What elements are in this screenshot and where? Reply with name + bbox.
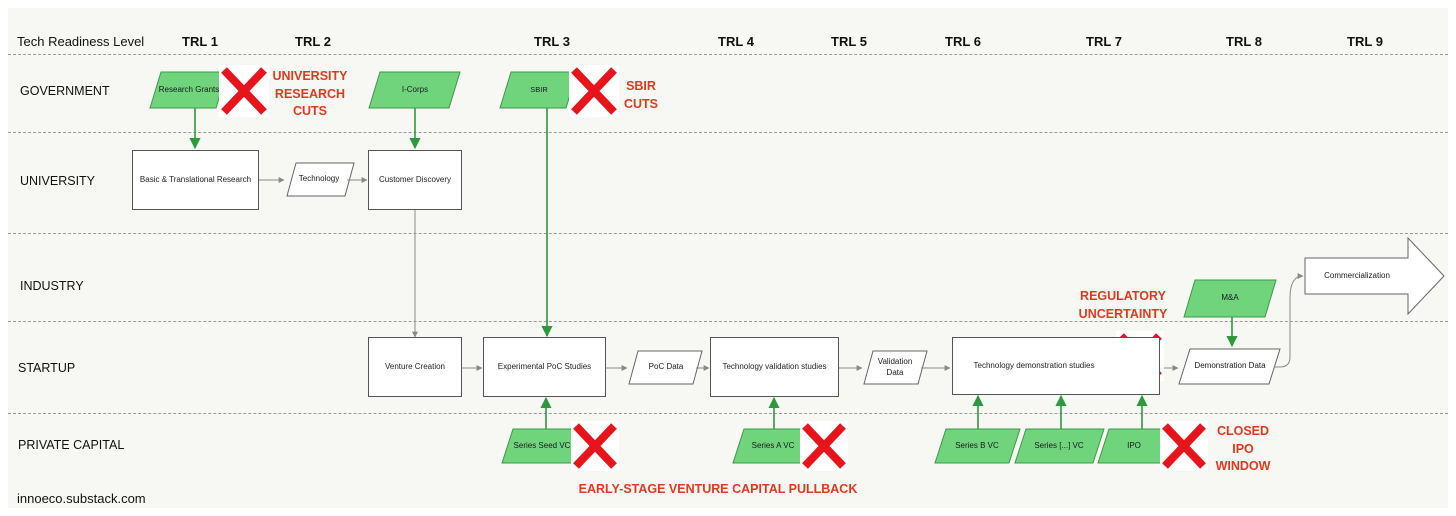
tech-validation-box: Technology validation studies <box>710 337 839 397</box>
commercialization-label: Commercialization <box>1324 270 1390 280</box>
cross-series-seed-icon <box>571 421 619 471</box>
venture-creation-box: Venture Creation <box>368 337 462 397</box>
ma-shape <box>1183 279 1277 318</box>
vc-pullback-warning: EARLY-STAGE VENTURE CAPITAL PULLBACK <box>578 482 858 496</box>
trl-3-label: TRL 3 <box>534 34 570 49</box>
experimental-poc-box: Experimental PoC Studies <box>483 337 606 397</box>
commercialization-arrow-shape <box>1304 236 1445 316</box>
trl-1-label: TRL 1 <box>182 34 218 49</box>
poc-data-label: PoC Data <box>648 362 684 372</box>
sbir-shape <box>499 71 578 109</box>
cross-series-a-icon <box>800 421 848 471</box>
basic-research-box: Basic & Translational Research <box>132 150 259 210</box>
lane-divider <box>8 132 1448 133</box>
ipo-label: IPO <box>1127 440 1141 450</box>
customer-discovery-box: Customer Discovery <box>368 150 462 210</box>
research-grants-shape <box>149 71 228 109</box>
lane-university: UNIVERSITY <box>20 174 96 188</box>
lane-government: GOVERNMENT <box>20 84 110 98</box>
research-grants-label: Research Grants <box>158 84 220 94</box>
lane-divider <box>8 233 1448 234</box>
lane-divider <box>8 413 1448 414</box>
demonstration-data-label: Demonstration Data <box>1194 361 1266 371</box>
series-b-label: Series B VC <box>955 440 999 450</box>
series-b-shape <box>934 428 1021 464</box>
trl-2-label: TRL 2 <box>295 34 331 49</box>
lane-startup: STARTUP <box>18 361 76 375</box>
sbir-label: SBIR <box>530 84 548 94</box>
lane-divider <box>8 321 1448 322</box>
validation-data-shape <box>863 350 928 385</box>
ma-label: M&A <box>1221 293 1239 303</box>
cross-university-cuts-icon <box>219 65 269 117</box>
tech-demonstration-box: Technology demonstration studies <box>952 337 1160 395</box>
icorps-shape <box>368 71 461 109</box>
sbir-cuts-warning: SBIR CUTS <box>623 79 659 111</box>
university-cuts-warning: UNIVERSITY RESEARCH CUTS <box>272 69 348 118</box>
technology-label: Technology <box>298 174 340 184</box>
diagram-canvas: Tech Readiness Level TRL 1 TRL 2 TRL 3 T… <box>8 8 1448 508</box>
trl-9-label: TRL 9 <box>1347 34 1383 49</box>
lane-divider <box>8 54 1448 55</box>
lane-private-capital: PRIVATE CAPITAL <box>18 438 125 452</box>
source-credit: innoeco.substack.com <box>17 491 146 506</box>
trl-7-label: TRL 7 <box>1086 34 1122 49</box>
icorps-label: I-Corps <box>401 84 429 94</box>
regulatory-warning: REGULATORY UNCERTAINTY <box>1078 289 1168 321</box>
demonstration-data-shape <box>1178 348 1281 385</box>
trl-6-label: TRL 6 <box>945 34 981 49</box>
trl-8-label: TRL 8 <box>1226 34 1262 49</box>
series-more-label: Series [...] VC <box>1034 440 1084 450</box>
trl-row-title: Tech Readiness Level <box>17 34 145 49</box>
validation-data-label: Validation Data <box>877 356 913 377</box>
series-seed-label: Series Seed VC <box>513 440 571 450</box>
ipo-window-warning: CLOSED IPO WINDOW <box>1215 424 1271 473</box>
series-more-shape <box>1014 428 1105 464</box>
trl-4-label: TRL 4 <box>718 34 754 49</box>
cross-ipo-icon <box>1160 421 1208 471</box>
trl-5-label: TRL 5 <box>831 34 867 49</box>
technology-shape <box>286 162 355 197</box>
series-a-label: Series A VC <box>751 440 795 450</box>
poc-data-shape <box>628 350 703 385</box>
lane-industry: INDUSTRY <box>20 279 84 293</box>
cross-sbir-cuts-icon <box>569 65 619 117</box>
